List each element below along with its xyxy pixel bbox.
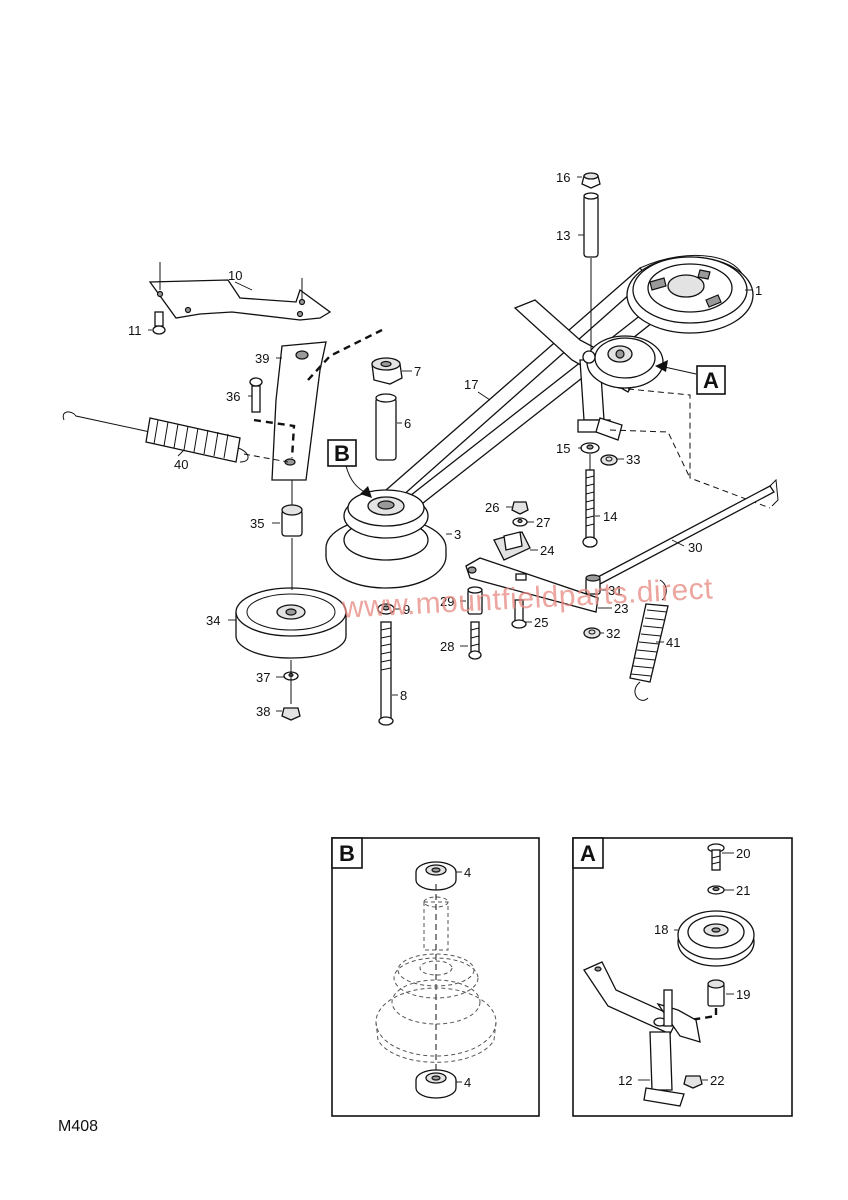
pulley-1 xyxy=(626,256,754,334)
label-8: 8 xyxy=(400,688,407,703)
diagram-code: M408 xyxy=(58,1118,98,1135)
spacer-29 xyxy=(467,586,483,615)
label-1: 1 xyxy=(755,283,762,298)
label-16: 16 xyxy=(556,170,570,185)
label-6: 6 xyxy=(404,416,411,431)
inset-b-label-4b: 4 xyxy=(464,1075,471,1090)
hidden-outline xyxy=(609,387,771,509)
label-28: 28 xyxy=(440,639,454,654)
bracket-24 xyxy=(493,531,531,561)
label-33: 33 xyxy=(626,452,640,467)
nut-26 xyxy=(511,501,529,515)
label-36: 36 xyxy=(226,389,240,404)
inset-b: B 4 4 xyxy=(331,837,540,1117)
label-38: 38 xyxy=(256,704,270,719)
bolt-8 xyxy=(378,621,394,726)
inset-a-letter: A xyxy=(580,841,596,866)
label-17: 17 xyxy=(464,377,478,392)
nut-16 xyxy=(581,172,601,189)
label-23: 23 xyxy=(614,601,628,616)
inset-a-label-22: 22 xyxy=(710,1073,724,1088)
spring-41 xyxy=(629,579,669,701)
bracket-10 xyxy=(148,262,332,321)
bolt-14 xyxy=(582,454,598,548)
inset-a-label-18: 18 xyxy=(654,922,668,937)
label-10: 10 xyxy=(228,268,242,283)
nut-33 xyxy=(600,454,618,466)
callout-a: A xyxy=(655,360,726,395)
bolt-28 xyxy=(468,621,482,660)
label-9: 9 xyxy=(403,602,410,617)
arm-39 xyxy=(271,341,327,481)
label-7: 7 xyxy=(414,364,421,379)
washer-9 xyxy=(377,603,395,615)
label-31: 31 xyxy=(608,583,622,598)
spacer-31 xyxy=(585,574,601,595)
label-26: 26 xyxy=(485,500,499,515)
label-35: 35 xyxy=(250,516,264,531)
label-14: 14 xyxy=(603,509,617,524)
label-32: 32 xyxy=(606,626,620,641)
label-15: 15 xyxy=(556,441,570,456)
inset-a-label-20: 20 xyxy=(736,846,750,861)
label-11: 11 xyxy=(128,323,142,338)
idler-plate-23 xyxy=(465,557,599,613)
leaders xyxy=(148,176,753,712)
label-40: 40 xyxy=(174,457,188,472)
idler-arm-assembly xyxy=(513,299,664,441)
inset-a-label-21: 21 xyxy=(736,883,750,898)
bolt-25 xyxy=(511,599,527,629)
inset-a-label-19: 19 xyxy=(736,987,750,1002)
cap-7 xyxy=(371,357,403,385)
part-labels: 1 3 6 7 8 9 10 11 13 14 15 16 17 23 24 2… xyxy=(128,170,762,719)
label-25: 25 xyxy=(534,615,548,630)
label-30: 30 xyxy=(688,540,702,555)
hidden-link-39 xyxy=(253,328,383,459)
label-34: 34 xyxy=(206,613,220,628)
label-29: 29 xyxy=(440,594,454,609)
inset-b-label-4a: 4 xyxy=(464,865,471,880)
inset-b-letter: B xyxy=(339,841,355,866)
nut-32 xyxy=(583,627,601,639)
label-3: 3 xyxy=(454,527,461,542)
label-24: 24 xyxy=(540,543,554,558)
callout-b-letter: B xyxy=(334,441,350,466)
shaft-13 xyxy=(583,192,599,350)
rod-30 xyxy=(595,478,779,585)
label-13: 13 xyxy=(556,228,570,243)
washer-15 xyxy=(580,442,600,454)
pulley-3 xyxy=(325,489,447,589)
label-37: 37 xyxy=(256,670,270,685)
bolt-11 xyxy=(152,311,166,335)
spacer-6 xyxy=(375,393,397,461)
washer-27 xyxy=(512,517,528,527)
label-27: 27 xyxy=(536,515,550,530)
callout-a-letter: A xyxy=(703,368,719,393)
bolt-36 xyxy=(249,377,263,413)
inset-a: A 20 21 18 19 12 xyxy=(572,837,793,1117)
label-39: 39 xyxy=(255,351,269,366)
nut-38 xyxy=(281,707,301,721)
callout-b: B xyxy=(327,439,372,498)
inset-a-label-12: 12 xyxy=(618,1073,632,1088)
spring-40 xyxy=(62,411,289,463)
pulley-34 xyxy=(235,538,347,659)
label-41: 41 xyxy=(666,635,680,650)
spacer-35 xyxy=(281,480,303,537)
